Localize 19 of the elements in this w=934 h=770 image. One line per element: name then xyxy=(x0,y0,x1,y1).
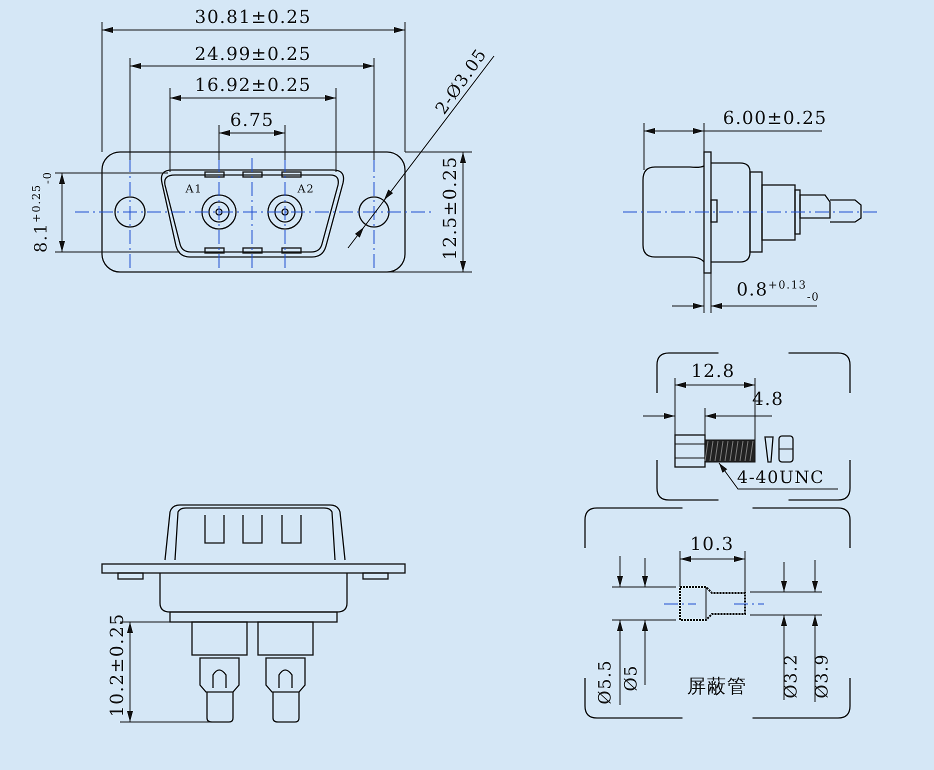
leader-line xyxy=(718,462,838,490)
part-caption: 屏蔽管 xyxy=(687,678,747,696)
dimension-value: 30.81±0.25 xyxy=(194,9,312,27)
pin-label: A1 xyxy=(186,184,202,194)
callout-text: 4-40UNC xyxy=(737,470,824,487)
dimension-value: 24.99±0.25 xyxy=(194,46,312,64)
dimension-value: 16.92±0.25 xyxy=(194,77,312,95)
pin-label: A2 xyxy=(298,184,314,194)
screw-thread xyxy=(704,440,756,462)
dimension-value: 10.2±0.25 xyxy=(109,612,127,718)
dimension-value: 12.5±0.25 xyxy=(442,156,460,260)
dimension-value: 6.00±0.25 xyxy=(722,110,828,128)
dimension-value: Ø3.2 xyxy=(784,654,800,698)
dimension-value: 10.3 xyxy=(690,536,734,554)
dimension-value: Ø5.5 xyxy=(598,660,614,704)
dimension-value: Ø3.9 xyxy=(814,654,832,698)
dimension-value: 12.8 xyxy=(690,363,736,381)
dimension-value: Ø5 xyxy=(624,664,640,692)
dimension-value: 6.75 xyxy=(230,112,274,130)
